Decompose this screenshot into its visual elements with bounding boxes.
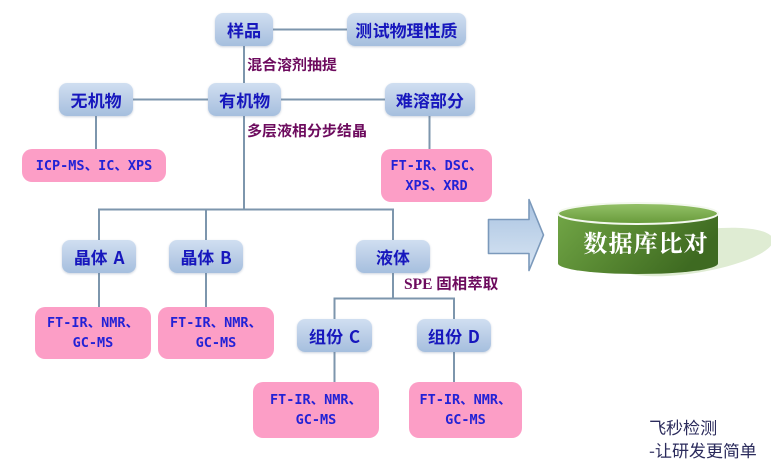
node-label: 样品 — [227, 17, 261, 42]
result-label-line: GC-MS — [445, 412, 486, 428]
node-physical-test[interactable]: 测试物理性质 — [347, 13, 466, 46]
node-label: 测试物理性质 — [355, 17, 458, 42]
result-fraction-d-methods[interactable]: FT-IR、NMR、 GC-MS — [409, 382, 522, 438]
node-fraction-c[interactable]: 组份 C — [297, 319, 372, 352]
database-cylinder[interactable] — [557, 202, 771, 285]
annotation-spe-solid-phase-extraction: SPE 固相萃取 — [404, 276, 499, 293]
node-label: 组份 D — [427, 323, 481, 348]
database-label: 数据库比对 — [583, 223, 709, 259]
annotation-mixed-solvent-extraction: 混合溶剂抽提 — [247, 54, 338, 75]
node-label: 无机物 — [70, 87, 122, 112]
flow-arrow — [487, 198, 545, 272]
node-label: 难溶部分 — [396, 87, 464, 112]
node-crystal-a[interactable]: 晶体 A — [62, 240, 136, 273]
node-sample[interactable]: 样品 — [215, 13, 273, 46]
node-insoluble[interactable]: 难溶部分 — [385, 83, 475, 116]
result-crystal-a-methods[interactable]: FT-IR、NMR、 GC-MS — [35, 307, 151, 359]
result-label-line: GC-MS — [295, 412, 337, 428]
node-organic[interactable]: 有机物 — [208, 83, 281, 116]
database-body — [558, 213, 718, 274]
node-label: 组份 C — [308, 323, 361, 348]
result-inorganic-methods[interactable]: ICP-MS、IC、XPS — [22, 149, 166, 182]
result-label-line: GC-MS — [195, 335, 237, 351]
result-label-line: FT-IR、NMR、 — [46, 315, 140, 331]
node-liquid[interactable]: 液体 — [356, 240, 430, 273]
node-label: 晶体 B — [180, 244, 232, 269]
result-label-line: XPS、XRD — [405, 177, 468, 194]
node-fraction-d[interactable]: 组份 D — [417, 319, 491, 352]
annotation-multilayer-crystallization: 多层液相分步结晶 — [247, 120, 368, 141]
result-insoluble-methods[interactable]: FT-IR、DSC、 XPS、XRD — [381, 149, 492, 202]
brand-line-1: 飞秒检测 — [649, 414, 717, 439]
result-label-line: GC-MS — [72, 335, 114, 351]
result-label-line: ICP-MS、IC、XPS — [35, 157, 153, 174]
result-label-line: FT-IR、NMR、 — [419, 392, 512, 408]
node-crystal-b[interactable]: 晶体 B — [169, 240, 243, 273]
node-inorganic[interactable]: 无机物 — [59, 83, 133, 116]
result-label-line: FT-IR、DSC、 — [390, 157, 483, 174]
result-crystal-b-methods[interactable]: FT-IR、NMR、 GC-MS — [158, 307, 274, 359]
node-label: 液体 — [376, 244, 410, 269]
result-label-line: FT-IR、NMR、 — [269, 392, 363, 408]
result-fraction-c-methods[interactable]: FT-IR、NMR、 GC-MS — [253, 382, 379, 438]
node-label: 有机物 — [219, 87, 270, 112]
brand-line-2: -让研发更简单 — [649, 437, 757, 462]
result-label-line: FT-IR、NMR、 — [169, 315, 263, 331]
connector-lines — [95, 28, 455, 382]
node-label: 晶体 A — [73, 244, 125, 269]
database-top-face — [557, 202, 719, 225]
